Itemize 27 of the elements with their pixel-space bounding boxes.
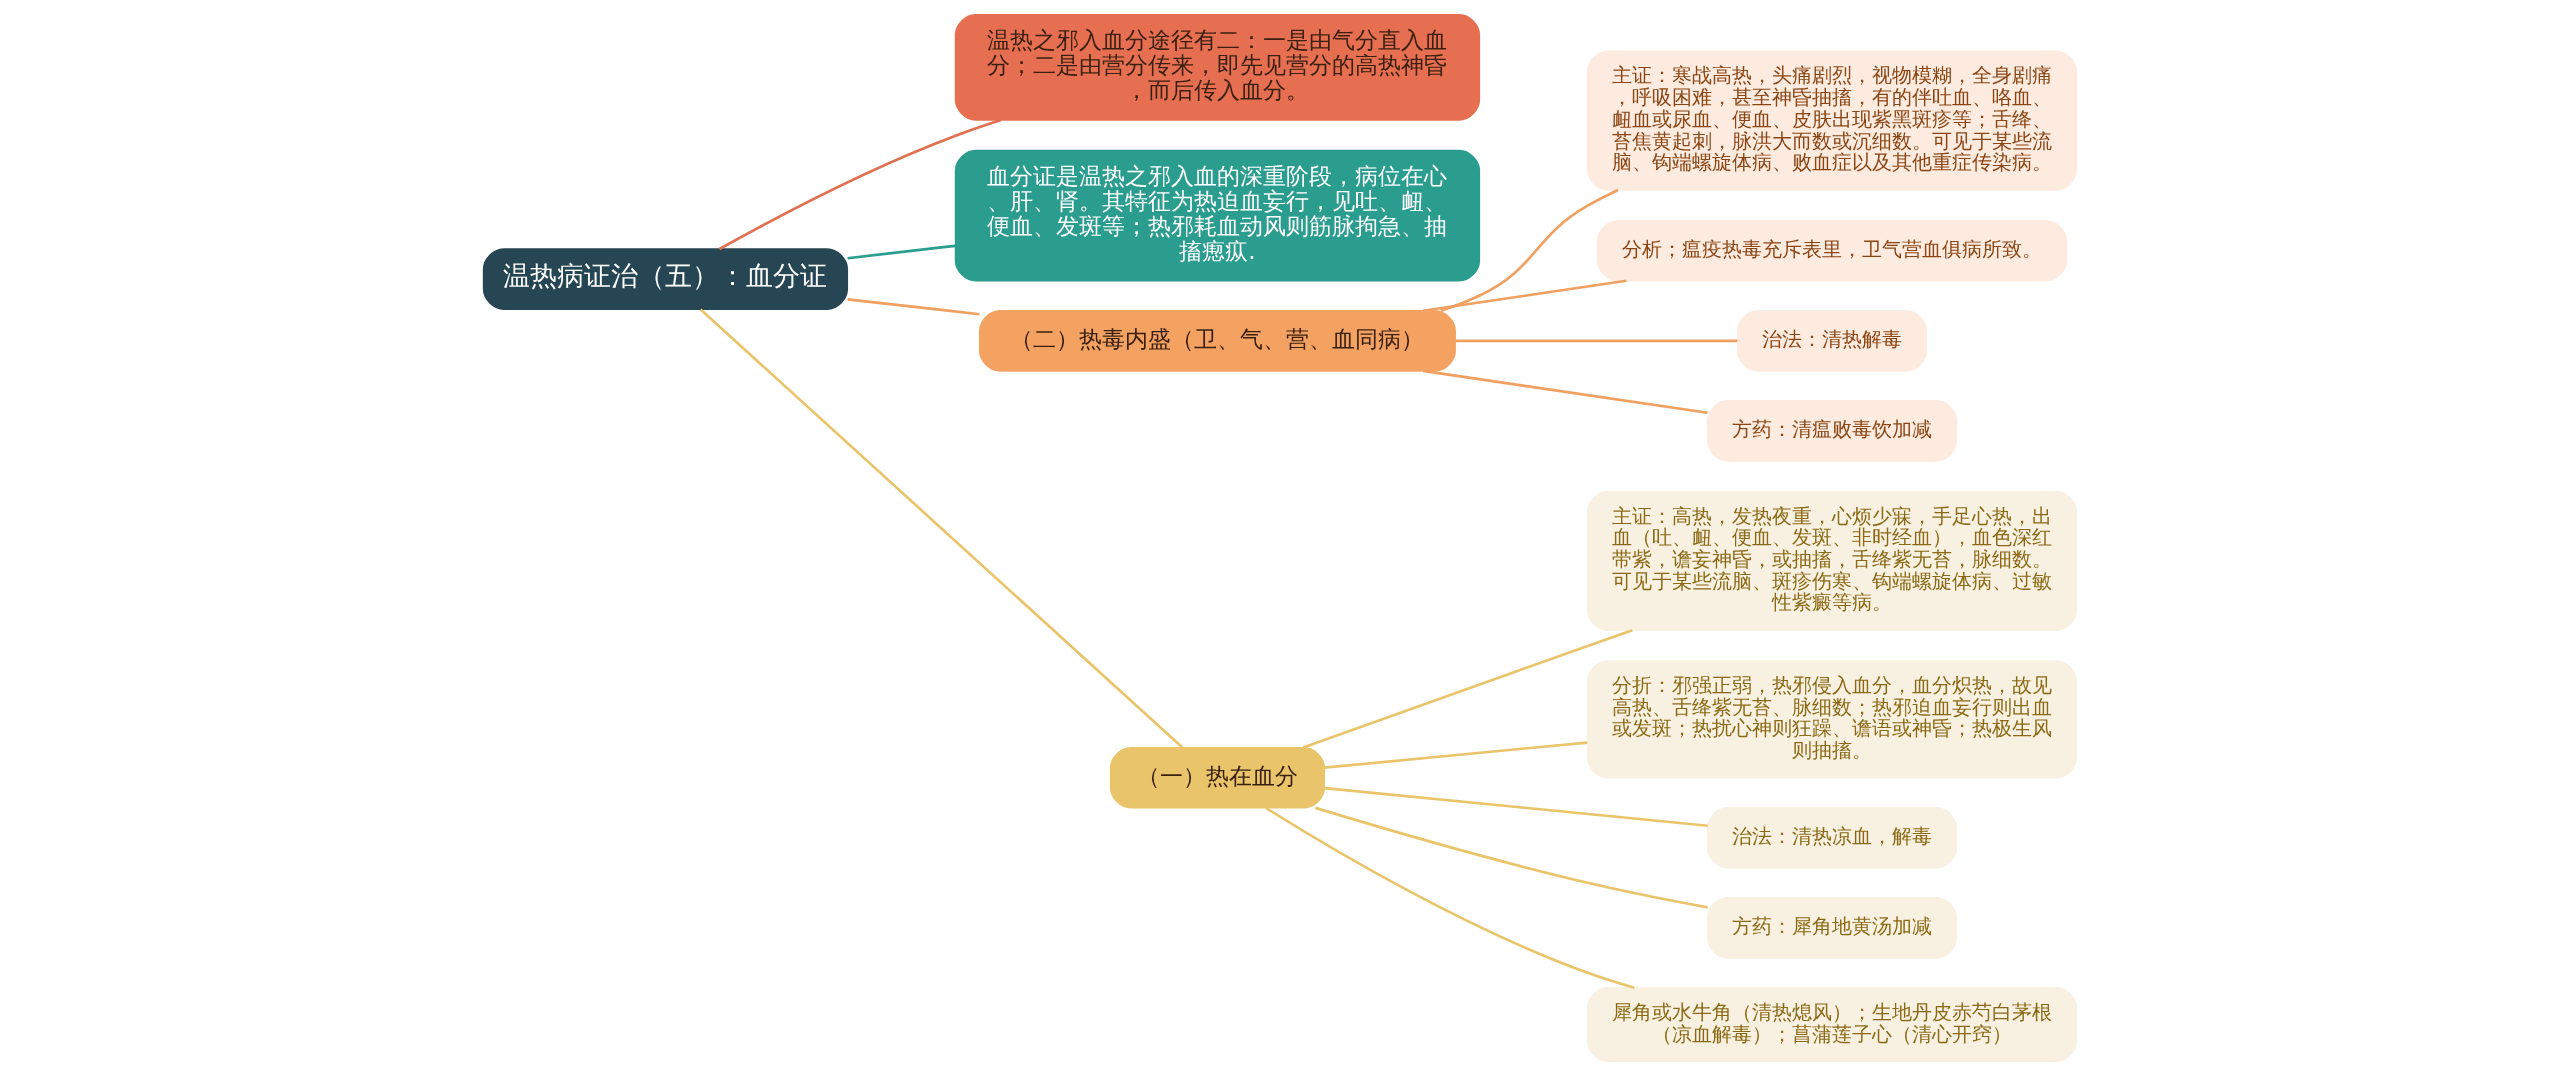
node-box: （二）热毒内盛（卫、气、营、血同病） <box>978 309 1456 372</box>
node-box: 方药：清瘟败毒饮加减 <box>1706 400 1958 462</box>
connector <box>1422 369 1708 415</box>
connector <box>718 118 1002 251</box>
node-box: 主证：寒战高热，头痛剧烈，视物模糊，全身剧痛，呼吸困难，甚至神昏抽搐，有的伴吐血、咯血、衄血或尿血、便血、皮肤出现紫黑斑疹等；舌绛、苔焦黄起刺，脉洪大而数或沉细数。可见于某些流脑、钩端螺旋体病、败血症以及其他重症传染病。 <box>1586 50 2078 191</box>
connector <box>699 308 1184 749</box>
node-box: 主证：高热，发热夜重，心烦少寐，手足心热，出血（吐、衄、便血、发斑、非时经血），血色深红带紫，谵妄神昏，或抽搐，舌绛紫无苔，脉细数。可见于某些流脑、斑疹伤寒、钩端螺旋体病、过敏性紫癜等病。 <box>1586 490 2078 631</box>
node-box: 方药：犀角地黄汤加减 <box>1706 896 1958 959</box>
node-box: （一）热在血分 <box>1109 746 1326 809</box>
connector <box>1324 786 1708 828</box>
node-box: 温热之邪入血分途径有二：一是由气分直入血分；二是由营分传来，即先见营分的高热神昏，而后传入血分。 <box>954 13 1481 121</box>
node-box: 犀角或水牛角（清热熄风）；生地丹皮赤芍白茅根（凉血解毒）；菖蒲莲子心（清心开窍） <box>1586 987 2078 1063</box>
connector <box>1440 188 1619 312</box>
connector <box>847 298 980 316</box>
connector <box>1315 806 1708 909</box>
connector <box>1455 339 1738 343</box>
node-box: 分折：邪强正弱，热邪侵入血分，血分炽热，故见高热、舌绛紫无苔、脉细数；热邪迫血妄行则出血或发斑；热扰心神则狂躁、谵语或神昏；热极生风则抽搐。 <box>1586 660 2078 779</box>
connector <box>847 244 956 260</box>
node-box: 血分证是温热之邪入血的深重阶段，病位在心、肝、肾。其特征为热迫血妄行，见吐、衄、便血、发斑等；热邪耗血动风则筋脉拘急、抽搐瘛疭. <box>954 149 1481 282</box>
connector <box>1265 806 1635 989</box>
node-box: 分析；瘟疫热毒充斥表里，卫气营血俱病所致。 <box>1596 219 2068 282</box>
node-box: 治法：清热凉血，解毒 <box>1706 806 1958 869</box>
node-box: 温热病证治（五）：血分证 <box>482 248 849 310</box>
connector <box>1324 741 1588 769</box>
connector <box>1422 279 1627 313</box>
connector <box>1302 628 1633 749</box>
node-box: 治法：清热解毒 <box>1736 309 1928 372</box>
